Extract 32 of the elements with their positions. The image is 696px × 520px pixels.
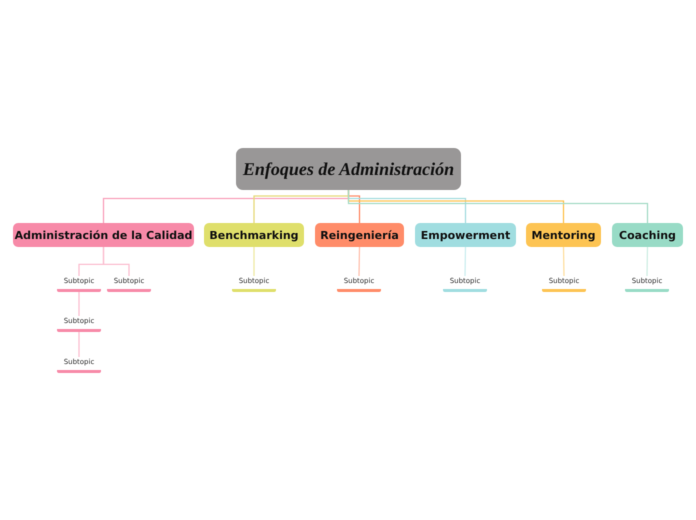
- topic-label: Administración de la Calidad: [14, 228, 192, 242]
- subtopic-item: [443, 276, 487, 292]
- topic-box: [526, 223, 601, 247]
- topic-label: Mentoring: [532, 228, 596, 242]
- subtopic-item: [57, 357, 101, 373]
- subtopic-item: [337, 276, 381, 292]
- topic-label: Reingeniería: [320, 228, 399, 242]
- topic-label: Benchmarking: [209, 228, 299, 242]
- topic-box: [315, 223, 404, 247]
- connector-line: [102, 247, 130, 276]
- connector-line: [78, 332, 80, 357]
- topic-label: Enfoques de Administración: [242, 158, 454, 180]
- connector-line: [78, 292, 80, 316]
- topic-box: [13, 223, 194, 247]
- topic-box: [204, 223, 304, 247]
- connector-line: [348, 190, 648, 223]
- subtopic-item: [625, 276, 669, 292]
- topic-label: Empowerment: [420, 228, 510, 242]
- subtopic-item: [107, 276, 151, 292]
- topic-label: Coaching: [619, 228, 676, 242]
- connector-line: [464, 246, 466, 276]
- subtopic-item: [542, 276, 586, 292]
- subtopic-item: [57, 316, 101, 332]
- topic-box: [415, 223, 516, 247]
- central-topic: [236, 148, 461, 190]
- topic-box: [612, 223, 683, 247]
- subtopic-item: [232, 276, 276, 292]
- connector-line: [253, 247, 255, 276]
- connector-line: [358, 246, 360, 276]
- connector-line: [562, 246, 565, 276]
- subtopic-item: [57, 276, 101, 292]
- connector-line: [646, 246, 648, 276]
